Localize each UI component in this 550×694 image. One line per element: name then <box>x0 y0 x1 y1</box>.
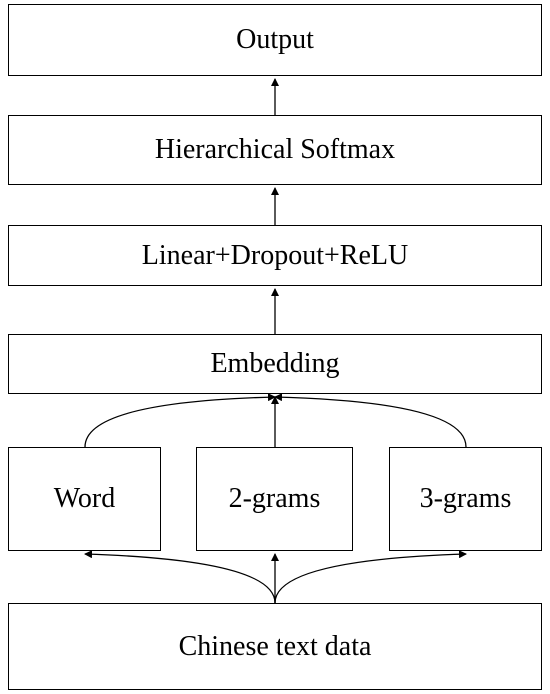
softmax-layer-label: Hierarchical Softmax <box>154 134 396 165</box>
linear-layer-label: Linear+Dropout+ReLU <box>141 239 409 271</box>
output-layer-label: Output <box>236 24 314 55</box>
linear-layer-box: Linear+Dropout+ReLU <box>8 225 542 286</box>
bigram-feature-box: 2-grams <box>196 447 353 551</box>
trigram-feature-box: 3-grams <box>389 447 542 551</box>
bigram-feature-label: 2-grams <box>228 483 321 514</box>
input-data-label: Chinese text data <box>178 630 372 662</box>
arrow-input-to-3grams <box>274 550 467 604</box>
word-feature-label: Word <box>53 483 116 514</box>
embedding-layer-label: Embedding <box>210 348 340 379</box>
word-feature-box: Word <box>8 447 161 551</box>
arrow-word-to-embedding <box>84 393 276 448</box>
trigram-feature-label: 3-grams <box>419 483 512 514</box>
arrow-3grams-to-embedding <box>274 393 467 448</box>
input-data-box: Chinese text data <box>8 603 542 690</box>
output-layer-box: Output <box>8 4 542 76</box>
arrow-input-to-word <box>84 550 276 604</box>
softmax-layer-box: Hierarchical Softmax <box>8 115 542 185</box>
embedding-layer-box: Embedding <box>8 334 542 394</box>
